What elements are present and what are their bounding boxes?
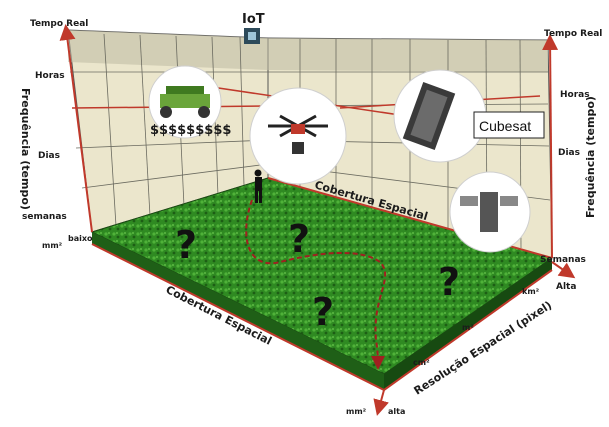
person-figure — [254, 169, 262, 203]
grass-front-left-edge — [92, 232, 384, 390]
left-axis-tick-semanas: semanas — [22, 212, 67, 222]
cubesat-label: Cubesat — [479, 118, 531, 134]
iot-platform — [244, 28, 260, 44]
left-axis-tick-dias: Dias — [38, 151, 60, 161]
right-axis-tick-semanas: Semanas — [540, 255, 586, 265]
left-axis-title: Frequência (tempo) — [19, 88, 32, 210]
right-axis-high-label: Alta — [556, 282, 576, 292]
left-axis-unit: mm² — [42, 241, 63, 250]
question-mark-3: ? — [312, 290, 334, 334]
axes — [59, 24, 576, 416]
drone-platform — [249, 87, 347, 185]
front-high-label: alta — [388, 407, 405, 416]
right-axis-tick-horas: Horas — [560, 90, 590, 100]
grass-front-right-edge — [384, 258, 552, 390]
resolution-tick-km2: km² — [522, 287, 540, 296]
left-axis-tick-horas: Horas — [35, 71, 65, 81]
right-axis-top-label: Tempo Real — [544, 29, 602, 39]
resolution-tick-m2: m² — [462, 323, 474, 332]
left-axis-top-label: Tempo Real — [30, 19, 88, 29]
right-axis-title: Frequência (tempo) — [584, 96, 597, 218]
resolution-tick-cm2: cm² — [413, 358, 430, 367]
right-axis-tick-dias: Dias — [558, 148, 580, 158]
tractor-cost-label: $$$$$$$$$ — [150, 123, 231, 138]
question-mark-4: ? — [438, 260, 460, 304]
satellite-platform — [449, 171, 531, 253]
wall-top-shade — [68, 30, 548, 72]
question-mark-1: ? — [175, 223, 197, 267]
survey-path — [245, 199, 386, 370]
iot-label: IoT — [242, 12, 265, 27]
question-mark-2: ? — [288, 217, 310, 261]
tractor-platform — [148, 65, 222, 139]
cubesat-platform — [393, 69, 545, 163]
left-axis-low-label: baixo — [68, 234, 93, 243]
front-unit-mm2: mm² — [346, 407, 367, 416]
